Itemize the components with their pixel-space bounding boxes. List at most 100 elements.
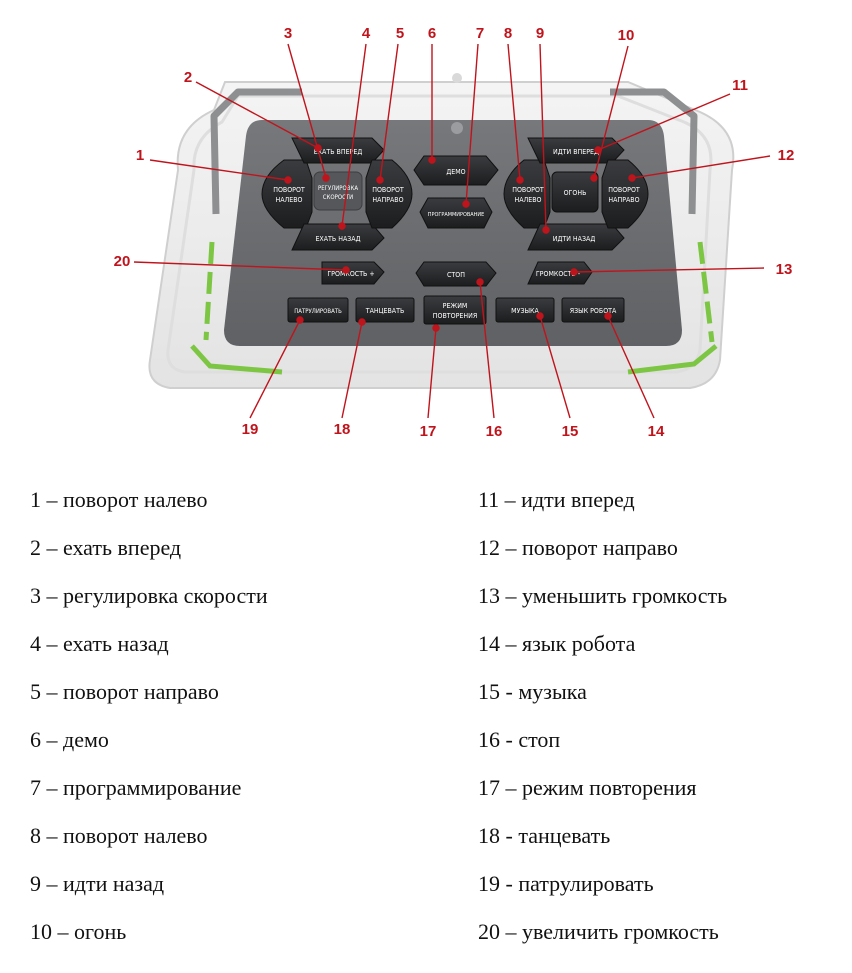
callout-number: 4 — [362, 25, 371, 42]
volume-up-button[interactable]: ГРОМКОСТЬ + — [322, 262, 384, 284]
leader-dot-8 — [517, 177, 523, 183]
turn-right-2-label: ПОВОРОТ — [608, 186, 640, 194]
speed-control-button[interactable]: РЕГУЛИРОВКА СКОРОСТИ — [314, 172, 362, 210]
music-button[interactable]: МУЗЫКА — [496, 298, 554, 322]
walk-backward-label: ИДТИ НАЗАД — [553, 235, 596, 243]
legend-right-column: 11 – идти вперед 12 – поворот направо 13… — [478, 478, 727, 958]
turn-right-2-label: НАПРАВО — [608, 196, 639, 204]
speed-control-label: РЕГУЛИРОВКА — [318, 185, 358, 192]
repeat-mode-label: РЕЖИМ — [443, 302, 468, 310]
repeat-mode-button[interactable]: РЕЖИМ ПОВТОРЕНИЯ — [424, 296, 486, 324]
dance-label: ТАНЦЕВАТЬ — [365, 307, 405, 315]
callout-number: 17 — [420, 423, 437, 440]
callout-number: 16 — [486, 423, 503, 440]
legend-item: 19 - патрулировать — [478, 862, 727, 910]
legend-item: 13 – уменьшить громкость — [478, 574, 727, 622]
callout-number: 12 — [778, 147, 795, 164]
callout-number: 6 — [428, 25, 436, 42]
legend-item: 4 – ехать назад — [30, 622, 268, 670]
turn-left-2-label: ПОВОРОТ — [512, 186, 544, 194]
stop-button[interactable]: СТОП — [416, 262, 496, 286]
callout-number: 2 — [184, 69, 192, 86]
repeat-mode-label: ПОВТОРЕНИЯ — [433, 312, 477, 320]
legend-item: 1 – поворот налево — [30, 478, 268, 526]
leader-dot-19 — [297, 317, 303, 323]
music-label: МУЗЫКА — [511, 307, 539, 315]
callout-number: 1 — [136, 147, 144, 164]
legend-item: 18 - танцевать — [478, 814, 727, 862]
legend-item: 14 – язык робота — [478, 622, 727, 670]
legend-item: 20 – увеличить громкость — [478, 910, 727, 958]
volume-down-button[interactable]: ГРОМКОСТЬ - — [528, 262, 592, 284]
legend-item: 17 – режим повторения — [478, 766, 727, 814]
callout-number: 20 — [114, 253, 131, 270]
panel-sensor — [451, 122, 463, 134]
callout-number: 13 — [776, 261, 793, 278]
dance-button[interactable]: ТАНЦЕВАТЬ — [356, 298, 414, 322]
leader-dot-16 — [477, 279, 483, 285]
walk-forward-label: ИДТИ ВПЕРЕД — [553, 148, 599, 156]
legend-item: 10 – огонь — [30, 910, 268, 958]
walk-forward-button[interactable]: ИДТИ ВПЕРЕД — [528, 138, 624, 163]
leader-dot-17 — [433, 325, 439, 331]
callout-number: 19 — [242, 421, 259, 438]
programming-button[interactable]: ПРОГРАММИРОВАНИЕ — [420, 198, 492, 228]
drive-backward-label: ЕХАТЬ НАЗАД — [315, 235, 360, 243]
drive-backward-button[interactable]: ЕХАТЬ НАЗАД — [292, 224, 384, 250]
stop-label: СТОП — [447, 271, 465, 279]
legend-item: 7 – программирование — [30, 766, 268, 814]
callout-number: 7 — [476, 25, 484, 42]
patrol-label: ПАТРУЛИРОВАТЬ — [294, 308, 342, 315]
legend-item: 8 – поворот налево — [30, 814, 268, 862]
legend-item: 15 - музыка — [478, 670, 727, 718]
legend-item: 5 – поворот направо — [30, 670, 268, 718]
volume-up-label: ГРОМКОСТЬ + — [327, 270, 374, 278]
leader-dot-14 — [605, 313, 611, 319]
leader-dot-5 — [377, 177, 383, 183]
callout-number: 10 — [618, 27, 635, 44]
fire-label: ОГОНЬ — [564, 189, 587, 197]
legend-item: 9 – идти назад — [30, 862, 268, 910]
leader-dot-20 — [343, 267, 349, 273]
callout-number: 11 — [732, 77, 748, 94]
turn-left-label: НАЛЕВО — [275, 196, 302, 204]
turn-right-label: НАПРАВО — [372, 196, 403, 204]
leader-dot-15 — [537, 313, 543, 319]
legend-item: 16 - стоп — [478, 718, 727, 766]
leader-dot-7 — [463, 201, 469, 207]
leader-dot-4 — [339, 223, 345, 229]
legend-item: 11 – идти вперед — [478, 478, 727, 526]
robot-language-button[interactable]: ЯЗЫК РОБОТА — [562, 298, 624, 322]
legend-item: 3 – регулировка скорости — [30, 574, 268, 622]
leader-dot-13 — [571, 269, 577, 275]
callout-number: 15 — [562, 423, 579, 440]
demo-button[interactable]: ДЕМО — [414, 156, 498, 185]
leader-dot-1 — [285, 177, 291, 183]
legend-item: 2 – ехать вперед — [30, 526, 268, 574]
leader-dot-6 — [429, 157, 435, 163]
callout-number: 18 — [334, 421, 351, 438]
callout-number: 14 — [648, 423, 665, 440]
turn-left-2-label: НАЛЕВО — [514, 196, 541, 204]
callout-number: 9 — [536, 25, 544, 42]
callout-number: 5 — [396, 25, 404, 42]
leader-dot-12 — [629, 175, 635, 181]
legend-item: 12 – поворот направо — [478, 526, 727, 574]
shell-sensor — [452, 73, 462, 83]
callout-number: 3 — [284, 25, 292, 42]
speed-control-label: СКОРОСТИ — [323, 194, 353, 201]
turn-left-label: ПОВОРОТ — [273, 186, 305, 194]
leader-dot-3 — [323, 175, 329, 181]
leader-dot-10 — [591, 175, 597, 181]
leader-dot-9 — [543, 227, 549, 233]
leader-dot-2 — [315, 145, 321, 151]
legend-item: 6 – демо — [30, 718, 268, 766]
callout-number: 8 — [504, 25, 512, 42]
legend-left-column: 1 – поворот налево 2 – ехать вперед 3 – … — [30, 478, 268, 958]
turn-right-label: ПОВОРОТ — [372, 186, 404, 194]
demo-label: ДЕМО — [446, 168, 465, 176]
remote-control-figure: ПОВОРОТ НАЛЕВО ЕХАТЬ ВПЕРЕД РЕГУЛИРОВКА … — [0, 0, 852, 450]
programming-label: ПРОГРАММИРОВАНИЕ — [428, 212, 484, 218]
leader-dot-11 — [595, 147, 601, 153]
leader-dot-18 — [359, 319, 365, 325]
